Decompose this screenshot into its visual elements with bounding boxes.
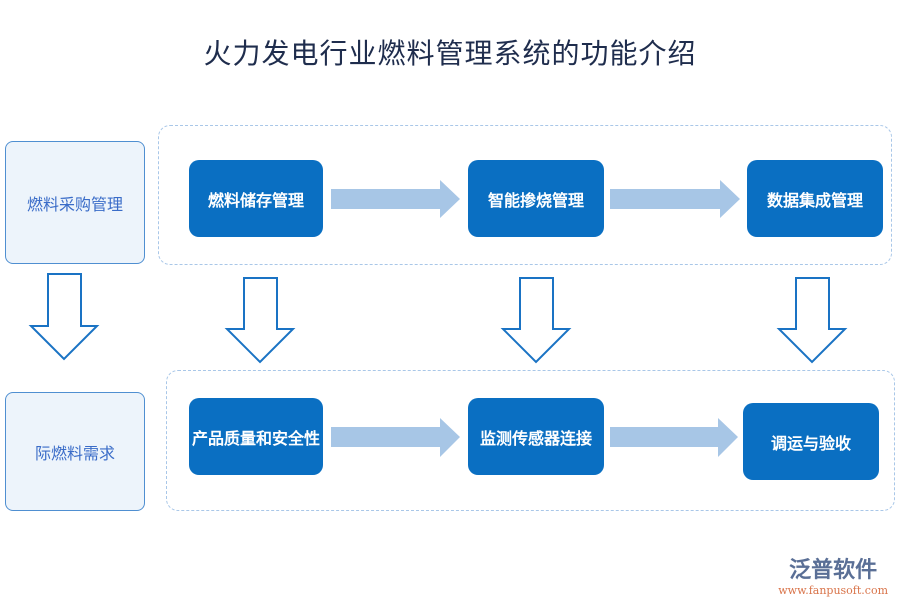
- right-arrow-icon: [331, 418, 460, 457]
- box-blending: 智能掺烧管理: [468, 160, 604, 237]
- down-arrow-icon: [28, 273, 100, 361]
- down-arrow-icon: [776, 277, 848, 364]
- down-arrow-icon: [500, 277, 572, 364]
- box-transport: 调运与验收: [743, 403, 879, 480]
- logo-url: www.fanpusoft.com: [778, 584, 888, 597]
- right-arrow-icon: [610, 180, 740, 218]
- right-arrow-icon: [331, 180, 460, 218]
- side-box-demand: 际燃料需求: [5, 392, 145, 511]
- box-storage: 燃料储存管理: [189, 160, 323, 237]
- box-data-integration: 数据集成管理: [747, 160, 883, 237]
- box-sensor: 监测传感器连接: [468, 398, 604, 475]
- down-arrow-icon: [224, 277, 296, 364]
- logo-name: 泛普软件: [789, 558, 878, 583]
- bottom-group-frame: [166, 370, 895, 511]
- page-title: 火力发电行业燃料管理系统的功能介绍: [203, 37, 697, 70]
- right-arrow-icon: [610, 418, 738, 457]
- side-box-procurement: 燃料采购管理: [5, 141, 145, 264]
- box-quality-safety: 产品质量和安全性: [189, 398, 323, 475]
- top-group-frame: [158, 125, 892, 265]
- brand-logo: 泛普软件 www.fanpusoft.com: [778, 552, 888, 597]
